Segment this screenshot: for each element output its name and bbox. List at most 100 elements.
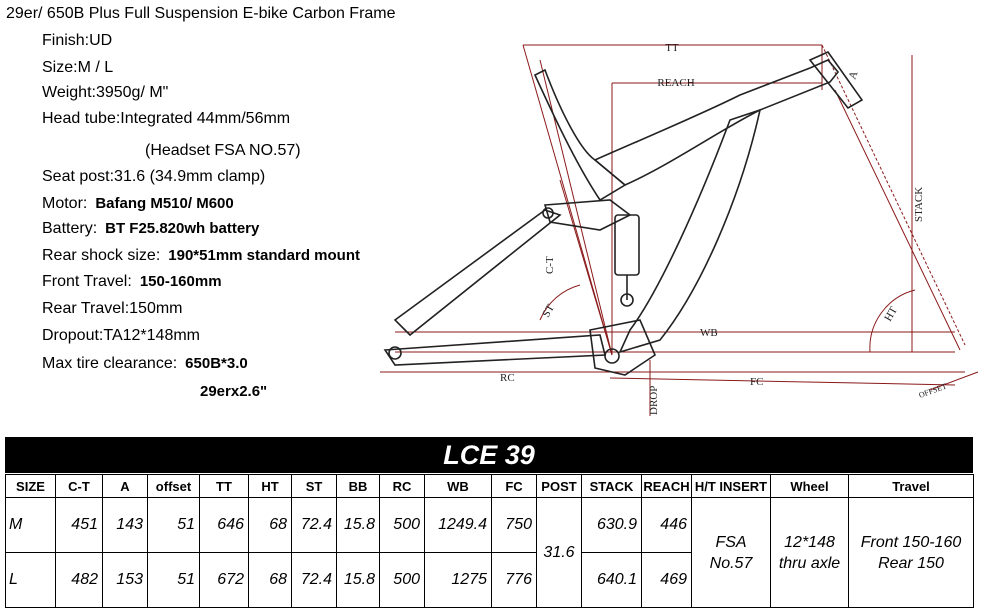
wb-label: WB [700, 327, 718, 339]
drop-label: DROP [648, 386, 660, 415]
ht-insert-cell-line: No.57 [709, 554, 753, 572]
column-header: TT [199, 474, 249, 498]
ht-insert-cell-line: FSA [715, 533, 747, 551]
spec-label: Front Travel: [42, 273, 132, 290]
rc-cell: 500 [379, 552, 425, 608]
bb-cell: 15.8 [336, 497, 380, 553]
wb-cell: 1275 [424, 552, 492, 608]
spec-value: 150mm [129, 300, 183, 317]
spec-value: (Headset FSA NO.57) [145, 142, 301, 159]
spec-item: Head tube:Integrated 44mm/56mm [42, 110, 290, 128]
spec-item: Finish:UD [42, 32, 112, 50]
spec-value: TA12*148mm [103, 327, 201, 344]
spec-value: Integrated 44mm/56mm [120, 110, 291, 127]
spec-label: Motor: [42, 195, 88, 212]
fc-cell: 750 [491, 497, 537, 553]
spec-label: Finish: [42, 32, 90, 49]
fc-label: FC [750, 376, 763, 388]
spec-label: Head tube: [42, 110, 121, 127]
column-header: Wheel [770, 474, 849, 498]
spec-label: Rear shock size: [42, 247, 161, 264]
spec-item: Max tire clearance: 650B*3.0 [42, 355, 248, 373]
spec-value: 650B*3.0 [185, 355, 248, 372]
fc-dimension-line [609, 377, 956, 386]
spec-value: M / L [77, 59, 114, 76]
spec-item: Dropout:TA12*148mm [42, 327, 200, 345]
spec-value: 190*51mm standard mount [168, 247, 360, 264]
spec-item: Rear Travel:150mm [42, 300, 183, 318]
offset-cell: 51 [147, 552, 200, 608]
ht-label: HT [882, 305, 900, 324]
column-header: FC [491, 474, 537, 498]
spec-value: 150-160mm [139, 273, 222, 290]
spec-item: Rear shock size: 190*51mm standard mount [42, 247, 360, 265]
size-cell: L [5, 552, 56, 608]
tt-cell: 672 [199, 552, 249, 608]
spec-label: Size: [42, 59, 78, 76]
column-header: Travel [848, 474, 974, 498]
column-header: HT [248, 474, 292, 498]
spec-label: Max tire clearance: [42, 355, 178, 372]
offset-cell: 51 [147, 497, 200, 553]
spec-item: (Headset FSA NO.57) [145, 142, 301, 160]
rc-label: RC [500, 372, 515, 384]
ct-label: C-T [544, 256, 556, 274]
model-banner: LCE 39 [5, 437, 973, 473]
column-header: H/T INSERT [691, 474, 771, 498]
spec-value: 3950g/ M" [95, 84, 169, 101]
stack-label: STACK [913, 187, 925, 222]
page-title: 29er/ 650B Plus Full Suspension E-bike C… [6, 5, 396, 22]
spec-value: Bafang M510/ M600 [95, 195, 234, 212]
st-label: ST [540, 302, 557, 319]
a-cell: 153 [102, 552, 148, 608]
spec-item: 29erx2.6" [200, 383, 267, 401]
ct-cell: 482 [55, 552, 103, 608]
frame-outline [383, 51, 864, 376]
spec-label: Battery: [42, 220, 98, 237]
wheel-cell-line: thru axle [778, 554, 841, 572]
spec-label: Dropout: [42, 327, 104, 344]
spec-value: UD [89, 32, 113, 49]
column-header: REACH [641, 474, 692, 498]
spec-value: 29erx2.6" [200, 383, 268, 400]
rc-cell: 500 [379, 497, 425, 553]
wb-cell: 1249.4 [424, 497, 492, 553]
reach-cell: 469 [641, 552, 692, 608]
column-header: SIZE [5, 474, 56, 498]
column-header: C-T [55, 474, 103, 498]
column-header: WB [424, 474, 492, 498]
spec-value: 31.6 (34.9mm clamp) [114, 168, 266, 185]
travel-cell-line: Front 150-160 [860, 533, 962, 551]
column-header: A [102, 474, 148, 498]
stack-cell: 640.1 [581, 552, 642, 608]
ht-cell: 68 [248, 497, 292, 553]
ht-insert-cell: FSA No.57 [691, 497, 771, 608]
spec-label: Rear Travel: [42, 300, 130, 317]
travel-cell-line: Rear 150 [878, 554, 944, 572]
st-cell: 72.4 [291, 497, 337, 553]
ct-cell: 451 [55, 497, 103, 553]
post-cell: 31.6 [536, 497, 582, 608]
spec-label: Weight: [42, 84, 96, 101]
column-header: RC [379, 474, 425, 498]
column-header: BB [336, 474, 380, 498]
spec-item: Motor: Bafang M510/ M600 [42, 195, 234, 213]
column-header: STACK [581, 474, 642, 498]
column-header: offset [147, 474, 200, 498]
bb-cell: 15.8 [336, 552, 380, 608]
spec-item: Front Travel: 150-160mm [42, 273, 222, 291]
st-cell: 72.4 [291, 552, 337, 608]
frame-geometry-diagram: TT REACH A STACK C-T ST WB HT RC FC DROP… [380, 42, 979, 416]
a-cell: 143 [102, 497, 148, 553]
spec-item: Battery:BT F25.820wh battery [42, 220, 259, 238]
reach-label: REACH [657, 77, 694, 89]
spec-item: Weight:3950g/ M" [42, 84, 168, 102]
ht-cell: 68 [248, 552, 292, 608]
